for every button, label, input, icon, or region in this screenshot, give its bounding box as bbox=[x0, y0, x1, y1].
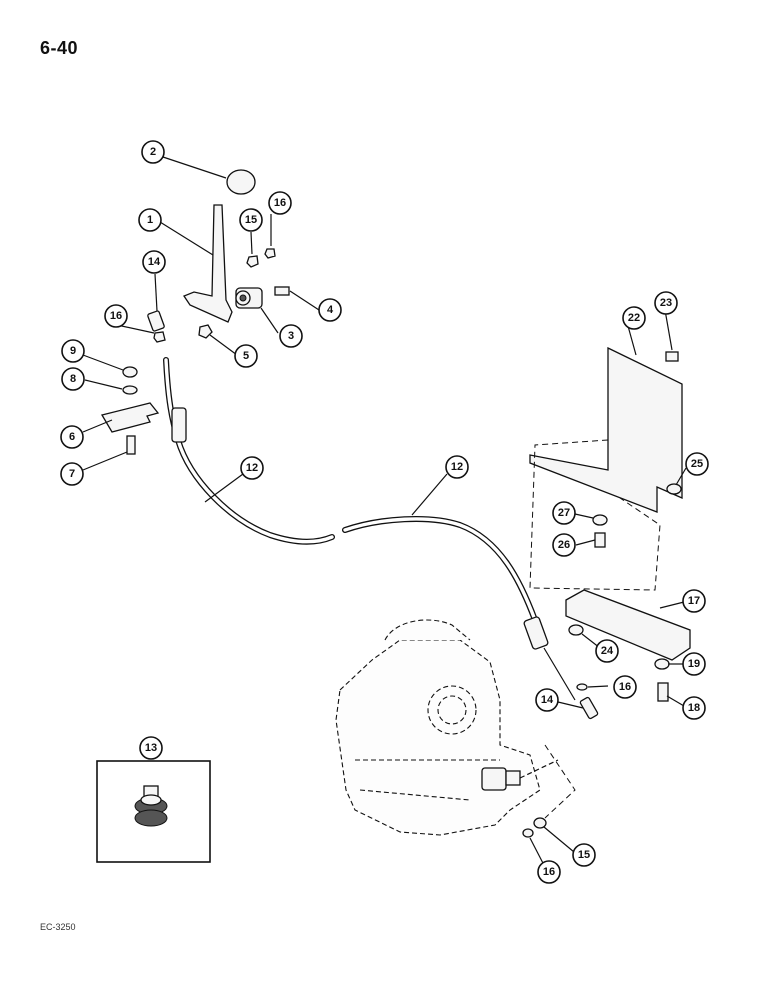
svg-text:17: 17 bbox=[688, 595, 700, 607]
clevis-part-lower bbox=[579, 696, 599, 720]
nut-part-15 bbox=[246, 255, 259, 268]
svg-text:4: 4 bbox=[327, 304, 334, 316]
callout-12b: 12 bbox=[445, 455, 469, 479]
svg-text:22: 22 bbox=[628, 312, 640, 324]
svg-text:25: 25 bbox=[691, 458, 703, 470]
callout-6: 6 bbox=[60, 425, 84, 449]
svg-text:13: 13 bbox=[145, 742, 157, 754]
svg-text:15: 15 bbox=[245, 214, 257, 226]
svg-text:27: 27 bbox=[558, 507, 570, 519]
nut-part-9 bbox=[122, 366, 138, 378]
bolt-part-23 bbox=[665, 351, 679, 362]
clevis-part bbox=[147, 310, 165, 332]
callout-16c: 16 bbox=[613, 675, 637, 699]
clamp-plate-part bbox=[100, 402, 160, 433]
support-plate-part bbox=[565, 589, 691, 661]
callout-19: 19 bbox=[682, 652, 706, 676]
callout-1: 1 bbox=[138, 208, 162, 232]
callout-13: 13 bbox=[139, 736, 163, 760]
callout-14b: 14 bbox=[535, 688, 559, 712]
svg-text:8: 8 bbox=[70, 373, 76, 385]
callout-9: 9 bbox=[61, 339, 85, 363]
washer-part-27 bbox=[592, 514, 608, 526]
svg-text:16: 16 bbox=[543, 866, 555, 878]
callout-16a: 16 bbox=[268, 191, 292, 215]
callout-3: 3 bbox=[279, 324, 303, 348]
svg-text:9: 9 bbox=[70, 345, 76, 357]
svg-text:23: 23 bbox=[660, 297, 672, 309]
svg-text:16: 16 bbox=[110, 310, 122, 322]
nut-part-16 bbox=[264, 248, 276, 259]
shift-lever-part bbox=[183, 204, 233, 323]
nut-part-15b bbox=[533, 817, 547, 829]
output-shaft-part bbox=[481, 744, 576, 819]
callout-14a: 14 bbox=[142, 250, 166, 274]
bolt-part-4 bbox=[274, 286, 290, 296]
nut-part-24 bbox=[568, 624, 584, 636]
svg-text:5: 5 bbox=[243, 350, 249, 362]
callout-22: 22 bbox=[622, 306, 646, 330]
callout-24: 24 bbox=[595, 639, 619, 663]
callout-5: 5 bbox=[234, 344, 258, 368]
callout-23: 23 bbox=[654, 291, 678, 315]
mounting-bracket-part bbox=[529, 346, 683, 591]
callout-25: 25 bbox=[685, 452, 709, 476]
nut-part-5 bbox=[198, 324, 213, 339]
shift-cable-part bbox=[163, 357, 576, 701]
callout-15b: 15 bbox=[572, 843, 596, 867]
nut-part-19 bbox=[654, 658, 670, 670]
svg-text:15: 15 bbox=[578, 849, 590, 861]
nut-part-16c bbox=[576, 683, 588, 691]
leader-lines bbox=[82, 156, 687, 870]
callout-17: 17 bbox=[682, 589, 706, 613]
nut-part-16d bbox=[522, 828, 534, 838]
svg-text:19: 19 bbox=[688, 658, 700, 670]
svg-text:14: 14 bbox=[148, 256, 161, 268]
callout-15a: 15 bbox=[239, 208, 263, 232]
svg-text:7: 7 bbox=[69, 468, 75, 480]
callout-16b: 16 bbox=[104, 304, 128, 328]
bolt-part-26 bbox=[594, 532, 606, 548]
callout-18: 18 bbox=[682, 696, 706, 720]
callout-7: 7 bbox=[60, 462, 84, 486]
svg-text:2: 2 bbox=[150, 146, 156, 158]
callout-8: 8 bbox=[61, 367, 85, 391]
svg-text:12: 12 bbox=[451, 461, 463, 473]
svg-text:14: 14 bbox=[541, 694, 554, 706]
svg-text:26: 26 bbox=[558, 539, 570, 551]
svg-text:6: 6 bbox=[69, 431, 75, 443]
page-number: 6-40 bbox=[40, 38, 79, 58]
bolt-part-7 bbox=[126, 435, 136, 455]
svg-text:16: 16 bbox=[274, 197, 286, 209]
callout-27: 27 bbox=[552, 501, 576, 525]
nut-part-25 bbox=[666, 483, 682, 495]
svg-text:12: 12 bbox=[246, 462, 258, 474]
svg-text:3: 3 bbox=[288, 330, 294, 342]
callout-16d: 16 bbox=[537, 860, 561, 884]
pivot-bracket-part bbox=[235, 287, 263, 309]
nut-part-16b bbox=[153, 331, 166, 343]
inset-detail-13 bbox=[96, 760, 211, 863]
figure-code: EC-3250 bbox=[40, 922, 76, 932]
callout-12a: 12 bbox=[240, 456, 264, 480]
svg-text:18: 18 bbox=[688, 702, 700, 714]
svg-text:1: 1 bbox=[147, 214, 153, 226]
callout-2: 2 bbox=[141, 140, 165, 164]
svg-text:16: 16 bbox=[619, 681, 631, 693]
callout-4: 4 bbox=[318, 298, 342, 322]
callout-26: 26 bbox=[552, 533, 576, 557]
svg-text:24: 24 bbox=[601, 645, 614, 657]
washer-part-8 bbox=[122, 385, 138, 395]
transmission-housing-part bbox=[335, 619, 541, 836]
bolt-part-18 bbox=[657, 682, 669, 702]
knob-part bbox=[226, 169, 256, 195]
